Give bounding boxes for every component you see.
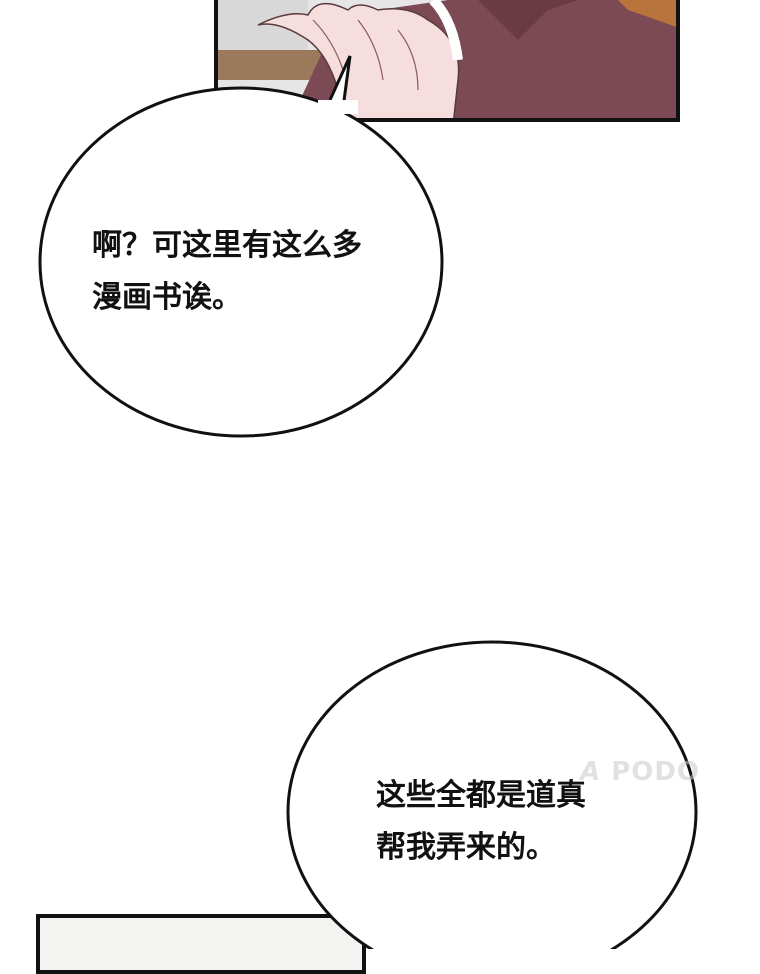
finger-line <box>397 29 419 91</box>
speech-2-line-2: 帮我弄来的。 <box>376 830 556 865</box>
panel-top-artwork <box>218 0 676 118</box>
watermark: A PODO <box>580 757 700 787</box>
speech-bubble-2 <box>286 640 698 949</box>
speech-2-line-1: 这些全都是道真 <box>376 778 586 813</box>
comic-panel-top <box>214 0 680 122</box>
hair-strand <box>618 0 676 27</box>
speech-bubble-1 <box>38 86 444 438</box>
speech-text-1: 啊？可这里有这么多 漫画书诶。 <box>92 220 362 324</box>
speech-1-line-2: 漫画书诶。 <box>92 280 242 315</box>
watermark-logo: A <box>580 757 602 787</box>
shirt-collar <box>478 0 578 40</box>
finger-line <box>357 19 384 81</box>
tail-mask <box>318 100 358 114</box>
watermark-text: PODO <box>611 757 701 787</box>
character-hand <box>257 2 460 118</box>
speech-text-2: 这些全都是道真 帮我弄来的。 <box>376 770 586 874</box>
speech-bubbles-layer <box>38 55 698 949</box>
finger-line <box>312 19 344 71</box>
sleeve-cuff <box>429 0 463 61</box>
speech-bubble-1-tail <box>328 55 352 109</box>
speech-1-line-1: 啊？可这里有这么多 <box>92 228 362 263</box>
